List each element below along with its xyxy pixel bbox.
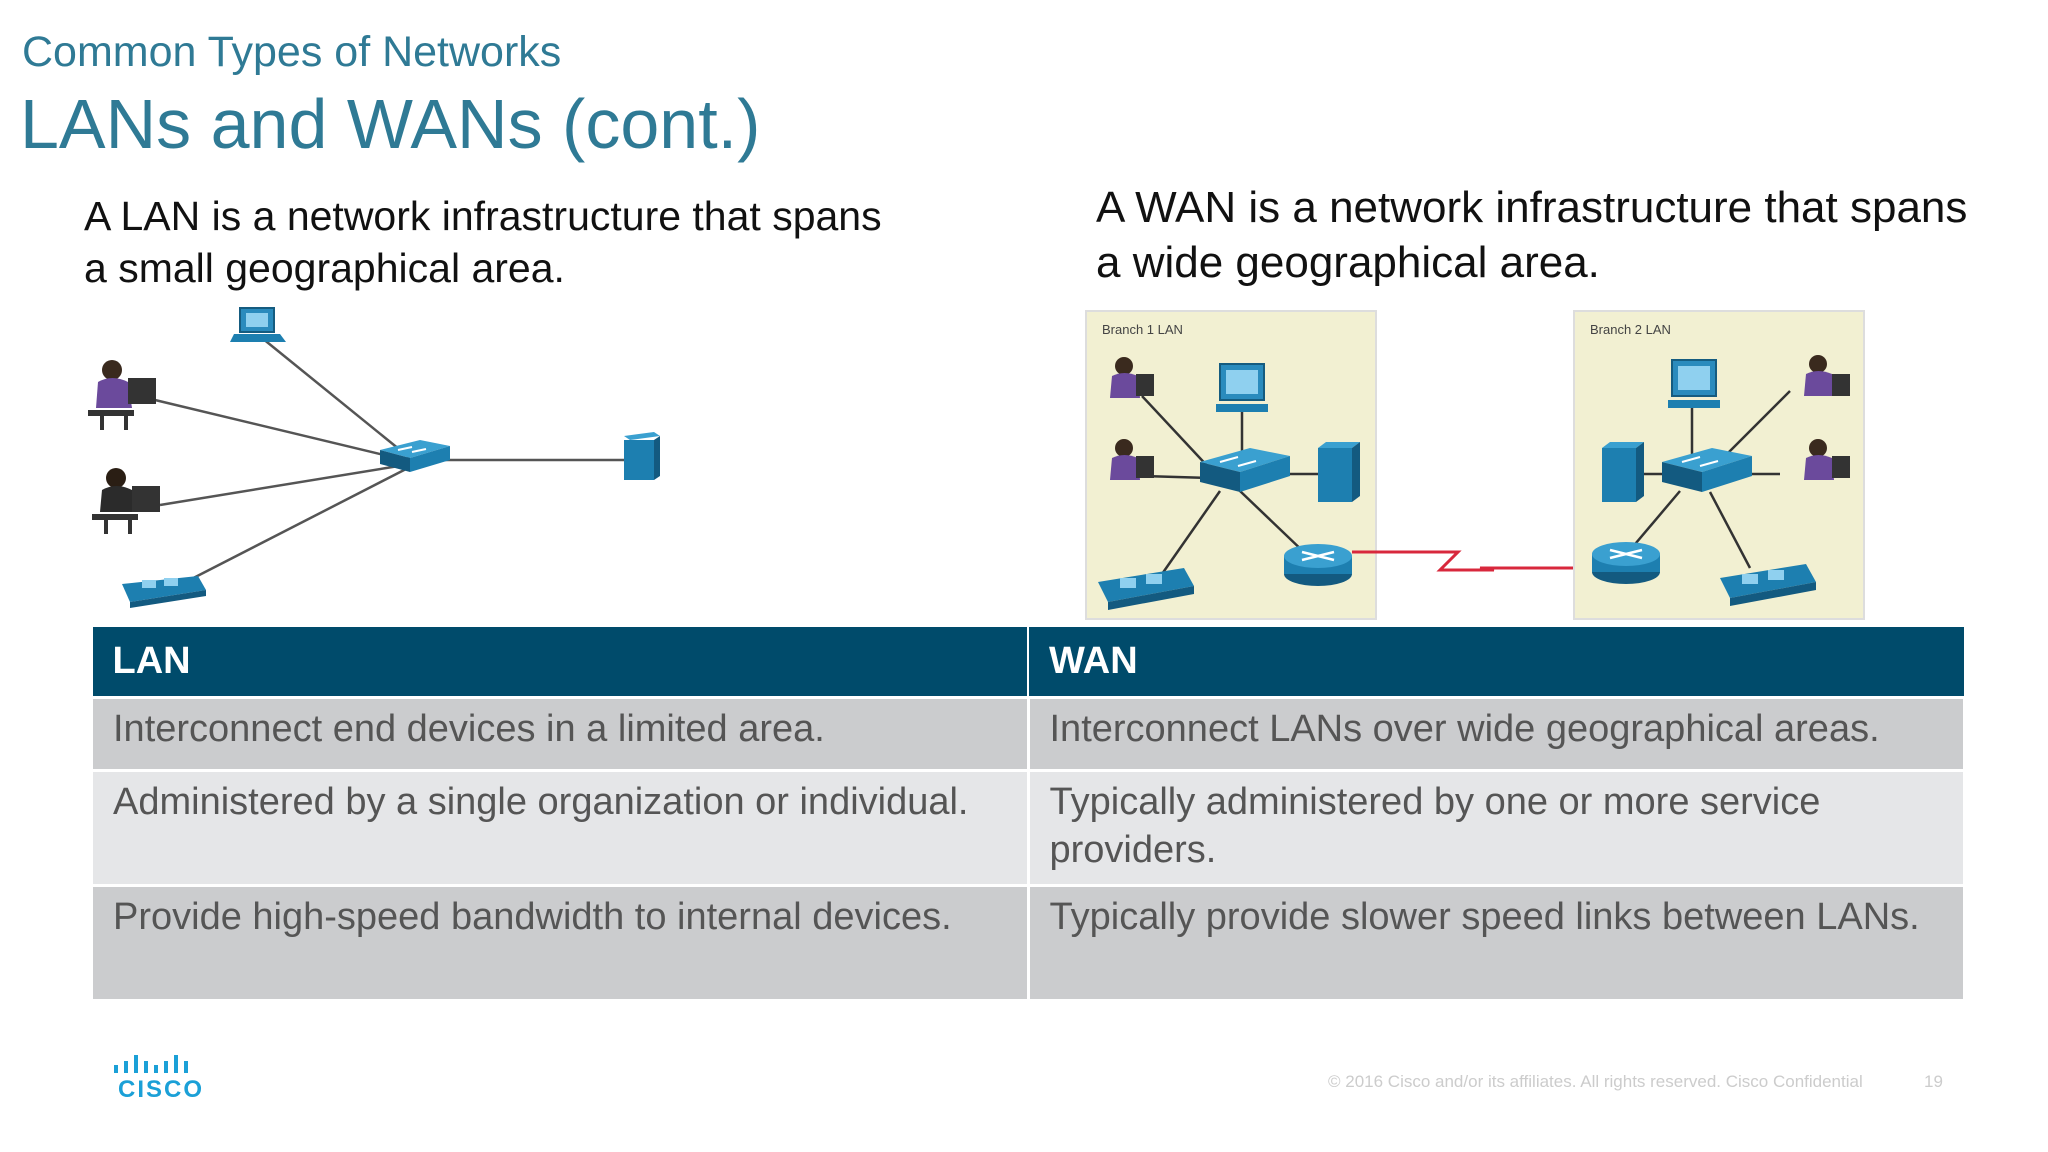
- switch-icon: [1200, 448, 1290, 492]
- ip-phone-icon: [1720, 564, 1816, 606]
- table-cell-wan: Interconnect LANs over wide geographical…: [1026, 696, 1966, 772]
- lan-description-line1: A LAN is a network infrastructure that s…: [84, 193, 882, 239]
- header-wan: WAN: [1027, 625, 1966, 699]
- table-row: Interconnect end devices in a limited ar…: [90, 696, 1966, 772]
- wan-description: A WAN is a network infrastructure that s…: [1096, 180, 2036, 290]
- header-lan: LAN: [90, 625, 1029, 699]
- table-cell-lan: Administered by a single organization or…: [90, 769, 1030, 887]
- cisco-logo-icon: [114, 1055, 188, 1073]
- branch-1-label: Branch 1 LAN: [1102, 322, 1183, 337]
- lan-diagram: [88, 307, 660, 608]
- slide-subtitle: Common Types of Networks: [22, 28, 562, 76]
- router-icon: [1592, 542, 1660, 584]
- ip-phone-icon: [122, 576, 206, 608]
- user-workstation-icon: [1804, 439, 1850, 480]
- switch-icon: [380, 440, 450, 472]
- server-icon: [624, 432, 660, 480]
- wan-serial-link: [1352, 550, 1594, 572]
- table-cell-wan: Typically provide slower speed links bet…: [1026, 884, 1966, 1002]
- server-icon: [1318, 442, 1360, 502]
- lan-wan-comparison-table: LAN WAN Interconnect end devices in a li…: [90, 625, 1966, 1002]
- footer-copyright: © 2016 Cisco and/or its affiliates. All …: [1328, 1072, 1863, 1091]
- switch-icon: [1662, 448, 1752, 492]
- user-workstation-icon: [88, 360, 156, 430]
- laptop-icon: [230, 307, 286, 342]
- server-icon: [1602, 442, 1644, 502]
- table-row: Administered by a single organization or…: [90, 769, 1966, 887]
- table-cell-wan: Typically administered by one or more se…: [1026, 769, 1966, 887]
- user-workstation-icon: [92, 468, 160, 534]
- table-cell-lan: Interconnect end devices in a limited ar…: [90, 696, 1030, 772]
- desktop-computer-icon: [1668, 359, 1720, 408]
- wan-description-line2: a wide geographical area.: [1096, 238, 1600, 287]
- table-header-row: LAN WAN: [90, 625, 1966, 699]
- desktop-computer-icon: [1216, 363, 1268, 412]
- wan-diagram: Branch 1 LAN: [1085, 310, 1865, 620]
- cisco-logo-text: CISCO: [118, 1076, 205, 1103]
- ip-phone-icon: [1098, 568, 1194, 610]
- user-workstation-icon: [1110, 439, 1154, 480]
- lan-description-line2: a small geographical area.: [84, 245, 565, 291]
- slide-title: LANs and WANs (cont.): [20, 85, 761, 163]
- user-workstation-icon: [1110, 357, 1154, 398]
- lan-description: A LAN is a network infrastructure that s…: [84, 190, 984, 294]
- user-workstation-icon: [1804, 355, 1850, 396]
- router-icon: [1284, 544, 1352, 586]
- table-cell-lan: Provide high-speed bandwidth to internal…: [90, 884, 1030, 1002]
- branch-1-lan: Branch 1 LAN: [1085, 310, 1377, 620]
- branch-2-label: Branch 2 LAN: [1590, 322, 1671, 337]
- branch-2-lan: Branch 2 LAN: [1573, 310, 1865, 620]
- wan-description-line1: A WAN is a network infrastructure that s…: [1096, 183, 1968, 232]
- table-row: Provide high-speed bandwidth to internal…: [90, 884, 1966, 1002]
- page-number: 19: [1924, 1072, 1943, 1091]
